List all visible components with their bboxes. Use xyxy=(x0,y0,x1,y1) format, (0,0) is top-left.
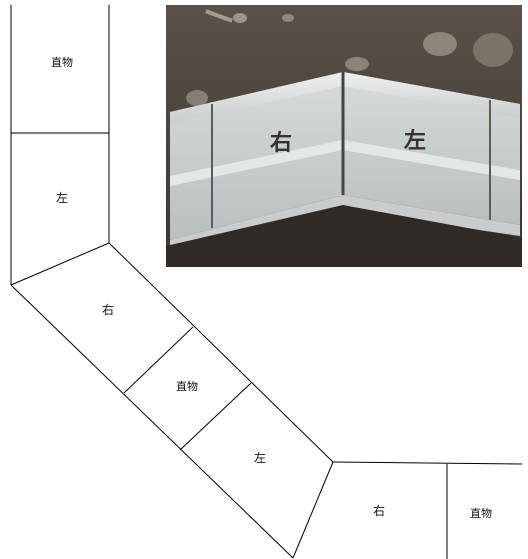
segment-label-top-left: 左 xyxy=(56,190,68,205)
photo-label-right: 右 xyxy=(270,131,292,156)
site-photo: 右 左 xyxy=(166,5,522,267)
segment-label-bottom-straight: 直物 xyxy=(470,506,492,520)
photo-label-left: 左 xyxy=(404,128,426,154)
segment-label-diag-right: 右 xyxy=(102,302,114,317)
segment-label-bottom-right: 右 xyxy=(373,503,385,518)
segment-outlines xyxy=(10,5,523,559)
segment-label-diag-straight: 直物 xyxy=(176,379,198,393)
segment-label-diag-left: 左 xyxy=(254,450,266,465)
segment-label-top-straight: 直物 xyxy=(51,55,73,69)
